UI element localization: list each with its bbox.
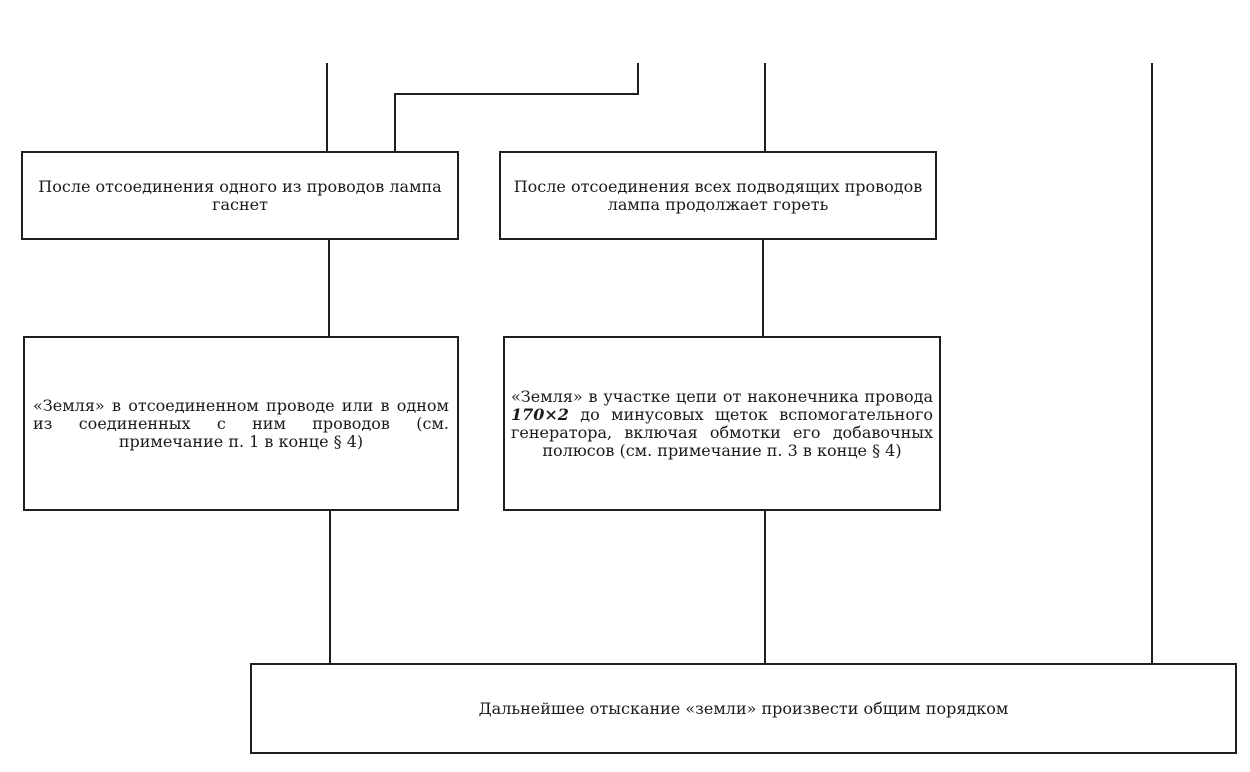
box-lamp-on: После отсоединения всех подводящих прово… [499,151,937,240]
box-lamp-off: После отсоединения одного из проводов ла… [21,151,459,240]
ground-circuit-text-part2: до минусовых щеток вспомогательного гене… [511,404,933,460]
ground-circuit-text-part1: «Земля» в участке цепи от наконечника пр… [511,386,933,406]
box-final-step: Дальнейшее отыскание «земли» произвести … [250,663,1237,754]
box-lamp-off-text: После отсоединения одного из проводов ла… [38,176,442,214]
box-ground-in-wire-text: «Земля» в отсоединенном проводе или в од… [33,395,449,451]
box-ground-in-circuit-text: «Земля» в участке цепи от наконечника пр… [511,386,933,460]
box-ground-in-circuit: «Земля» в участке цепи от наконечника пр… [503,336,941,511]
wire-number-mark: 170×2 [511,404,569,424]
connector-incoming-elbow [394,63,639,151]
box-ground-in-wire: «Земля» в отсоединенном проводе или в од… [23,336,459,511]
box-final-step-text: Дальнейшее отыскание «земли» произвести … [478,698,1009,718]
box-lamp-on-text: После отсоединения всех подводящих прово… [513,176,923,214]
